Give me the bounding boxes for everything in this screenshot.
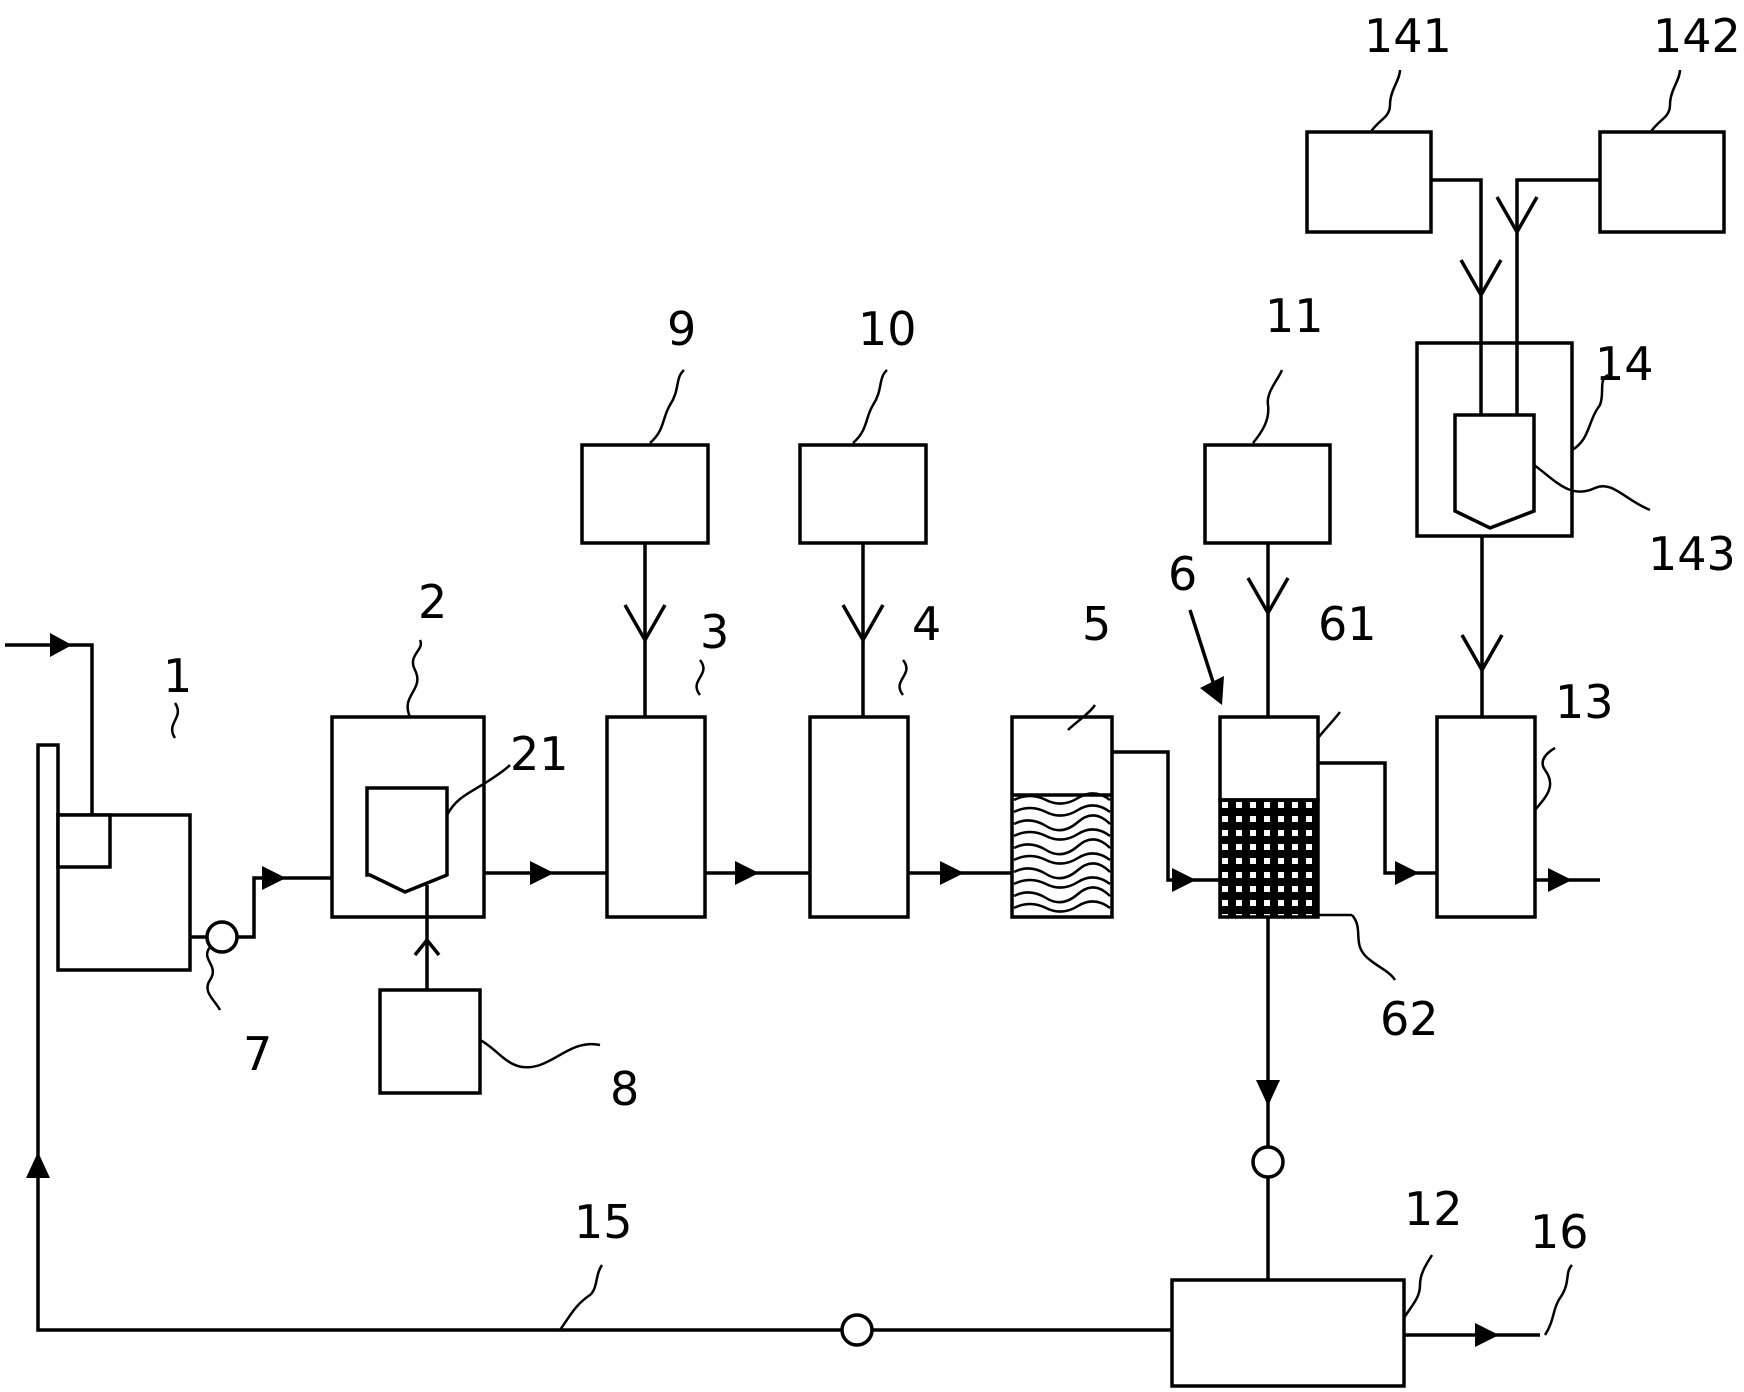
label-10: 10 [858, 302, 917, 356]
arrow-into-5 [940, 861, 964, 885]
inlet-pipe [5, 643, 94, 815]
unit-142-box [1598, 130, 1726, 234]
unit-3-box [605, 715, 707, 919]
arrow-into-2 [262, 866, 286, 890]
unit-141-box [1305, 130, 1433, 234]
arrow-into-6 [1172, 868, 1196, 892]
feed-line-142-to-143 [1515, 178, 1600, 415]
arrow-into-4 [735, 861, 759, 885]
pointer-6-arrow [1188, 609, 1216, 686]
arrow-chevron-9 [623, 604, 667, 644]
label-3: 3 [700, 605, 729, 659]
outlet-13-arrow [1548, 868, 1572, 892]
arrow-down-to-pump [1256, 1080, 1280, 1106]
pipe-1-to-2 [190, 876, 367, 939]
feed-line-141-to-143 [1431, 178, 1483, 415]
label-16: 16 [1530, 1205, 1589, 1259]
unit-2-box [330, 715, 486, 919]
label-12: 12 [1404, 1182, 1463, 1236]
label-11: 11 [1265, 289, 1324, 343]
arrow-chevron-10 [841, 604, 885, 644]
unit-11-box [1203, 443, 1332, 545]
pipe-5-to-6 [1112, 750, 1220, 882]
unit-61-section [1218, 715, 1320, 802]
recycle-up-arrow [26, 1152, 50, 1178]
label-2: 2 [418, 575, 447, 629]
label-141: 141 [1364, 9, 1452, 63]
unit-10-box [798, 443, 928, 545]
unit-1-tank [56, 813, 192, 972]
arrow-chevron-142 [1495, 196, 1539, 236]
recycle-pump [840, 1313, 874, 1347]
recycle-line-15 [36, 743, 1172, 1332]
unit-4-box [808, 715, 910, 919]
label-62: 62 [1380, 992, 1439, 1046]
arrow-chevron-14 [1460, 634, 1504, 674]
arrow-chevron-8 [413, 937, 441, 957]
label-7: 7 [243, 1027, 272, 1081]
label-1: 1 [163, 649, 192, 703]
leader-lines [170, 69, 1682, 1336]
label-4: 4 [912, 597, 941, 651]
label-13: 13 [1555, 675, 1614, 729]
unit-9-box [580, 443, 710, 545]
pump-to-12 [1251, 1145, 1285, 1179]
unit-14-box [1415, 341, 1574, 538]
arrow-chevron-141 [1459, 259, 1503, 299]
label-21: 21 [510, 727, 569, 781]
unit-62-grid-section [1218, 798, 1320, 919]
arrow-chevron-11 [1246, 577, 1290, 617]
unit-143-vessel [1453, 413, 1536, 530]
label-143: 143 [1648, 527, 1736, 581]
unit-21-vessel [365, 786, 449, 894]
pump-7 [205, 920, 239, 954]
arrow-into-3 [530, 861, 554, 885]
label-142: 142 [1653, 9, 1741, 63]
pointer-6-arrowhead [1200, 676, 1224, 705]
unit-5-filter [1010, 715, 1114, 919]
unit-12-box [1170, 1278, 1406, 1388]
label-6: 6 [1168, 547, 1197, 601]
unit-13-box [1435, 715, 1537, 919]
label-14: 14 [1595, 337, 1654, 391]
label-61: 61 [1318, 597, 1377, 651]
label-5: 5 [1082, 597, 1111, 651]
pipe-6-to-13 [1318, 761, 1437, 875]
outlet-16-arrow [1475, 1323, 1499, 1347]
label-9: 9 [667, 302, 696, 356]
unit-8-box [378, 988, 482, 1095]
inlet-arrow [50, 633, 72, 657]
arrow-into-13 [1395, 861, 1419, 885]
label-15: 15 [574, 1195, 633, 1249]
label-8: 8 [610, 1062, 639, 1116]
